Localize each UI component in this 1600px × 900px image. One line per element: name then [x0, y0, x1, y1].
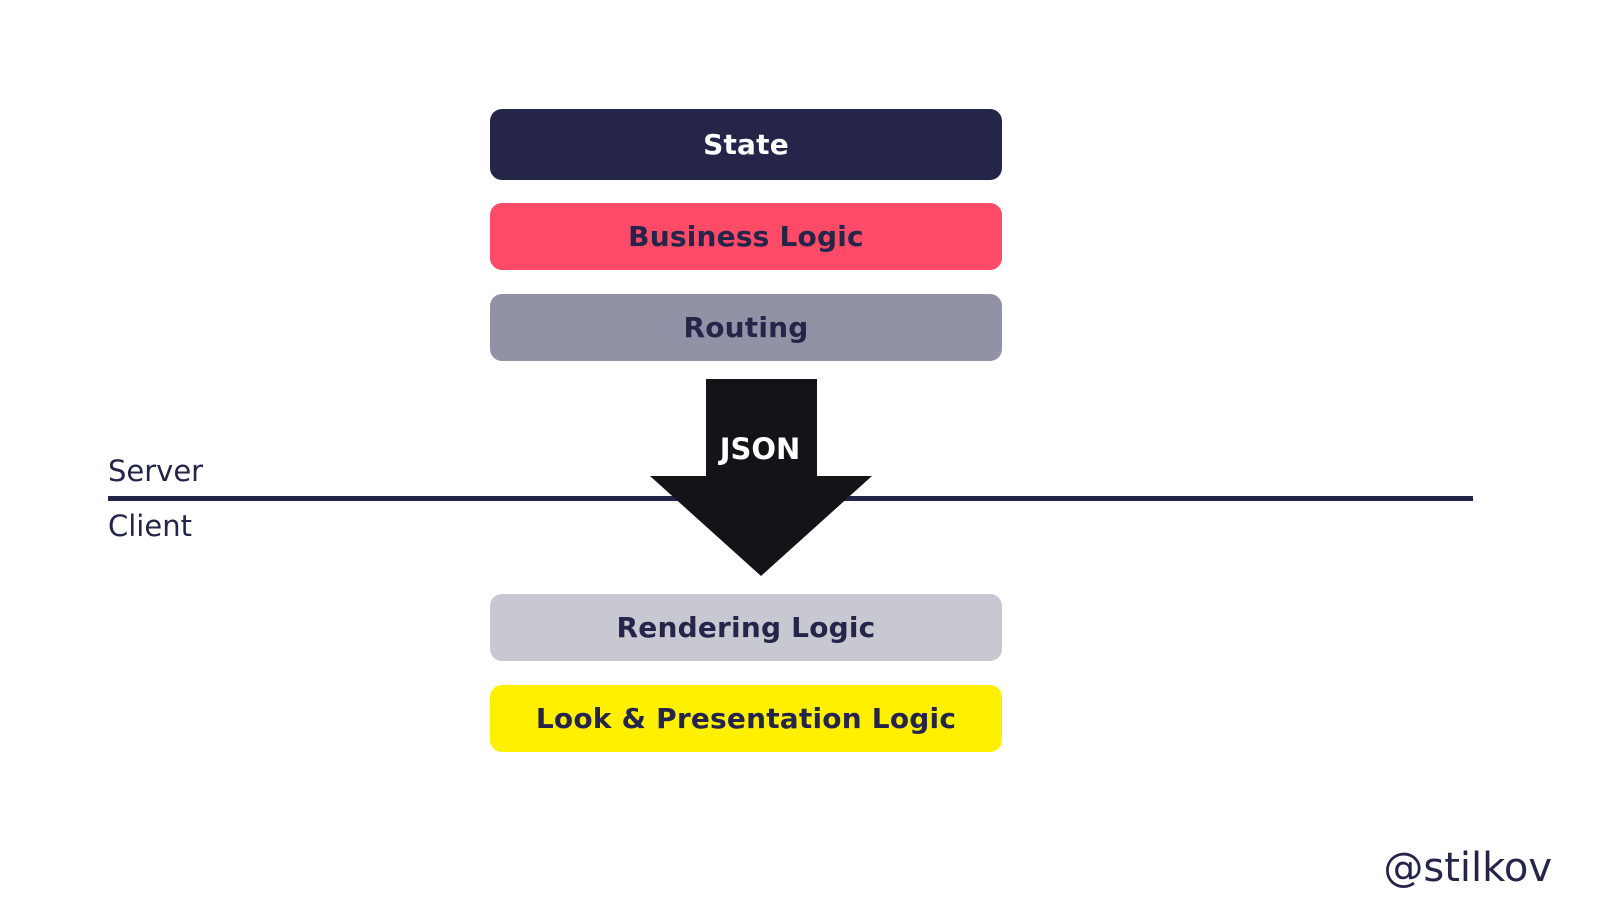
server-label: Server	[108, 454, 204, 488]
layer-state-label: State	[703, 128, 789, 161]
json-arrow-label: JSON	[719, 432, 801, 466]
layer-routing-label: Routing	[683, 311, 809, 344]
client-label: Client	[108, 509, 192, 543]
layer-look-presentation-logic: Look & Presentation Logic	[490, 685, 1002, 752]
json-arrow-shape	[650, 379, 872, 576]
layer-state: State	[490, 109, 1002, 180]
layer-routing: Routing	[490, 294, 1002, 361]
layer-look-presentation-logic-label: Look & Presentation Logic	[535, 702, 957, 735]
layer-business-logic-label: Business Logic	[628, 220, 864, 253]
layer-rendering-logic: Rendering Logic	[490, 594, 1002, 661]
author-handle: @stilkov	[1383, 845, 1552, 891]
layer-business-logic: Business Logic	[490, 203, 1002, 270]
layer-rendering-logic-label: Rendering Logic	[616, 611, 876, 644]
